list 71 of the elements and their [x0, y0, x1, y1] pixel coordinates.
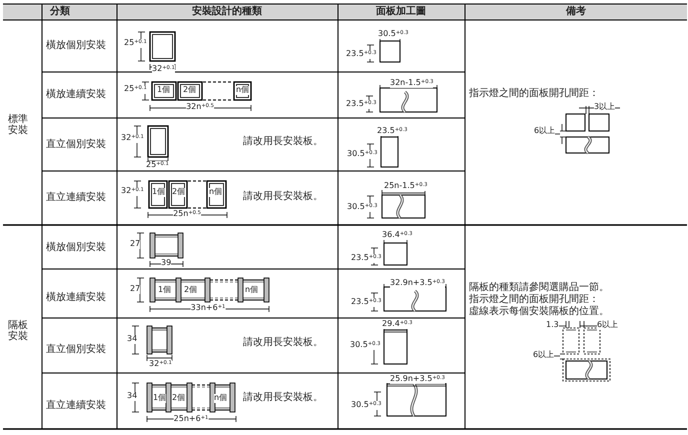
- column-header: 安裝設計的種類: [192, 6, 262, 17]
- dimension-label: 25$^{+0.1}$: [146, 161, 169, 170]
- dimension-label: 23.5$^{+0.3}$: [346, 50, 376, 59]
- dimension-label: 23.5$^{+0.3}$: [377, 127, 408, 136]
- row-label: 橫放連續安裝: [46, 89, 106, 100]
- dimension-label: 6以上: [533, 351, 554, 360]
- unit-label: 1個: [153, 394, 166, 403]
- dimension-label: 34: [127, 392, 138, 401]
- dimension-label: 27: [130, 285, 140, 294]
- row-label: 直立連續安裝: [46, 400, 106, 411]
- dimension-label: 32.9n+3.5$^{+0.3}$: [390, 279, 445, 288]
- unit-label: 1個: [157, 86, 170, 95]
- dimension-label: 25n+6$^{+1}$: [174, 415, 208, 424]
- note-text: 請改用長安裝板。: [243, 337, 323, 348]
- dimension-label: 25.9n+3.5$^{+0.3}$: [390, 375, 445, 384]
- dimension-label: 36.4$^{+0.3}$: [382, 231, 412, 240]
- dimension-label: 32n-1.5$^{+0.3}$: [390, 79, 434, 88]
- dimension-label: 30.5$^{+0.3}$: [351, 401, 382, 410]
- dimension-label: 30.5$^{+0.3}$: [347, 150, 378, 159]
- dimension-label: 33n+6$^{+1}$: [190, 304, 226, 313]
- dimension-label: 27: [130, 240, 140, 249]
- dimension-label: 23.5$^{+0.3}$: [351, 254, 382, 263]
- dimension-label: 39: [161, 259, 172, 268]
- dimension-label: 6以上: [597, 321, 618, 330]
- dimension-label: 32$^{+0.1}$: [121, 187, 144, 196]
- row-label: 直立連續安裝: [46, 192, 106, 203]
- unit-label: 2個: [183, 86, 196, 95]
- dimension-label: 30.5$^{+0.3}$: [347, 203, 378, 212]
- dimension-label: 32n$^{+0.5}$: [186, 103, 214, 112]
- row-label: 橫放連續安裝: [46, 292, 106, 303]
- unit-label: n個: [245, 286, 258, 295]
- unit-label: 1個: [158, 286, 172, 295]
- dimension-label: 32$^{+0.1}$: [149, 360, 172, 369]
- note-text: 虛線表示每個安裝隔板的位置。: [469, 306, 609, 317]
- dimension-label: 25$^{+0.1}$: [124, 85, 147, 94]
- dimension-label: 25n-1.5$^{+0.3}$: [384, 182, 428, 191]
- row-label: 直立個別安裝: [46, 139, 106, 150]
- dimension-label: 34: [127, 335, 138, 344]
- row-label: 直立個別安裝: [46, 344, 106, 355]
- dimension-label: 32$^{+0.1}$: [121, 134, 144, 143]
- unit-label: n個: [214, 394, 228, 403]
- column-header: 分類: [50, 6, 70, 17]
- column-header: 面板加工圖: [376, 6, 426, 17]
- column-header: 備考: [566, 6, 586, 17]
- unit-label: n個: [209, 188, 222, 197]
- dimension-label: 25n$^{+0.5}$: [173, 210, 201, 219]
- note-text: 指示燈之間的面板開孔間距：: [469, 294, 599, 305]
- note-text: 請改用長安裝板。: [243, 392, 323, 403]
- dimension-label: 25$^{+0.1}$: [124, 39, 147, 48]
- note-text: 請改用長安裝板。: [243, 191, 323, 202]
- unit-label: 2個: [172, 394, 186, 403]
- note-text: 請改用長安裝板。: [243, 136, 323, 147]
- unit-label: 1個: [152, 188, 166, 197]
- unit-label: 2個: [172, 188, 186, 197]
- dimension-label: 23.5$^{+0.3}$: [346, 100, 376, 109]
- dimension-label: 30.5$^{+0.3}$: [378, 30, 408, 39]
- dimension-label: 6以上: [534, 127, 556, 136]
- row-label: 橫放個別安裝: [46, 40, 106, 51]
- category-label: 隔板安裝: [8, 320, 29, 342]
- dimension-label: 1.3: [546, 321, 559, 330]
- dimension-label: 32$^{+0.1}$: [152, 65, 175, 74]
- dimension-label: 3以上: [594, 103, 616, 112]
- dimension-label: 23.5$^{+0.3}$: [351, 298, 382, 307]
- unit-label: n個: [236, 86, 250, 95]
- unit-label: 2個: [184, 286, 198, 295]
- category-label: 標準安裝: [8, 114, 29, 136]
- row-label: 橫放個別安裝: [46, 242, 106, 253]
- dimension-label: 29.4$^{+0.3}$: [382, 320, 412, 329]
- dimension-label: 30.5$^{+0.3}$: [350, 341, 380, 350]
- note-text: 指示燈之間的面板開孔間距：: [469, 88, 599, 99]
- note-text: 隔板的種類請參閱選購品一節。: [469, 282, 609, 293]
